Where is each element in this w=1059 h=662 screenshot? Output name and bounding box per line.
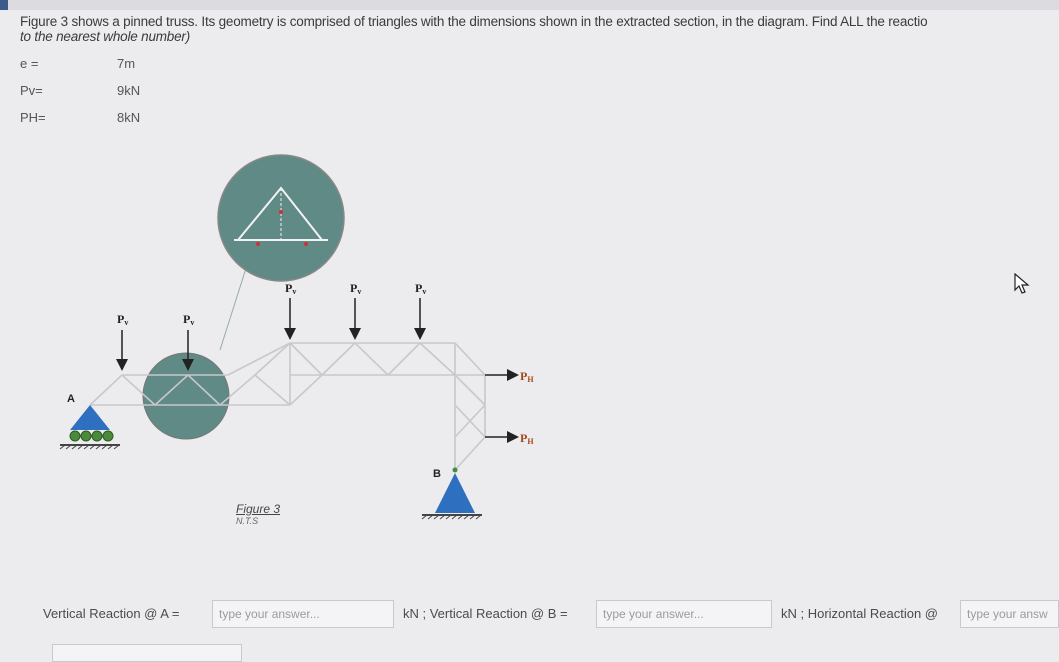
vertical-reaction-b-label: kN ; Vertical Reaction @ B = — [403, 606, 568, 621]
zoom-circle — [142, 352, 230, 440]
load-label-5: Pv — [415, 281, 426, 296]
h-load-label-1: PH — [520, 369, 534, 384]
top-accent — [0, 0, 8, 10]
horizontal-reaction-input[interactable] — [960, 600, 1059, 628]
var-pv-value: 9kN — [117, 83, 141, 98]
support-a: A — [59, 393, 120, 450]
support-b: B — [421, 467, 482, 520]
load-label-2: Pv — [183, 312, 194, 327]
top-bar — [0, 0, 1059, 10]
detail-circle — [217, 154, 345, 351]
vertical-reaction-a-input[interactable] — [212, 600, 394, 628]
load-label-4: Pv — [350, 281, 361, 296]
var-e-name: e = — [20, 56, 39, 71]
var-ph-value: 8kN — [117, 110, 141, 125]
svg-text:B: B — [433, 468, 441, 480]
h-load-label-2: PH — [520, 431, 534, 446]
mouse-cursor-icon — [1014, 273, 1030, 294]
question-line-2: to the nearest whole number) — [20, 29, 190, 44]
question-text: Figure 3 shows a pinned truss. Its geome… — [20, 14, 1059, 44]
vertical-reaction-b-input[interactable] — [596, 600, 772, 628]
horizontal-loads — [485, 369, 519, 443]
truss-figure: Pv Pv Pv Pv Pv PH PH A B — [59, 154, 534, 520]
next-answer-input[interactable] — [52, 644, 242, 662]
load-label-1: Pv — [117, 312, 128, 327]
horizontal-reaction-label: kN ; Horizontal Reaction @ — [781, 606, 938, 621]
var-ph-name: PH= — [20, 110, 46, 125]
vertical-loads — [116, 298, 426, 371]
load-label-3: Pv — [285, 281, 296, 296]
svg-text:A: A — [67, 393, 75, 405]
question-line-1: Figure 3 shows a pinned truss. Its geome… — [20, 14, 928, 29]
truss-members — [89, 342, 486, 471]
figure-subcaption: N.T.S — [236, 516, 259, 526]
var-e-value: 7m — [117, 56, 136, 71]
figure-caption: Figure 3 — [236, 502, 281, 516]
var-pv-name: Pv= — [20, 83, 43, 98]
vertical-reaction-a-label: Vertical Reaction @ A = — [43, 606, 180, 621]
